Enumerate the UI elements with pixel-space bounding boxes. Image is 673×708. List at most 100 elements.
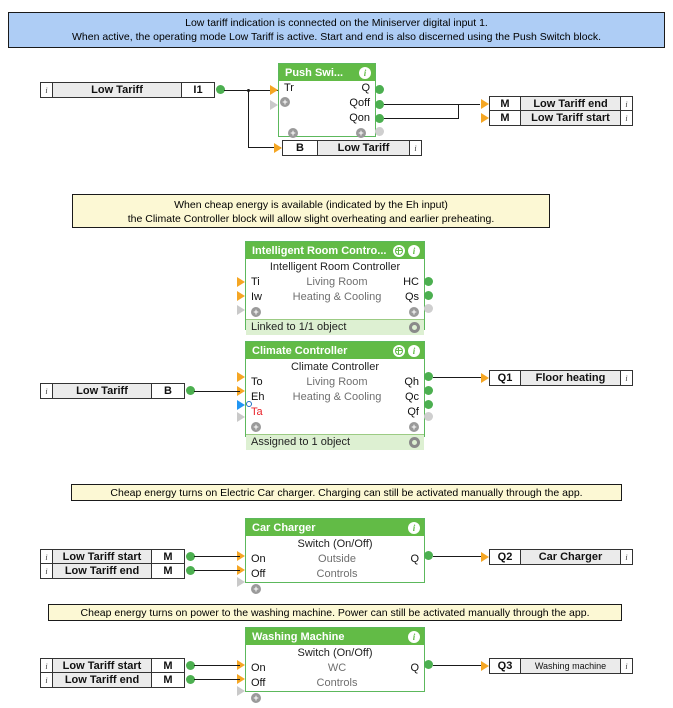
info-icon[interactable]: i	[408, 630, 420, 643]
input-connector-disabled[interactable]	[270, 100, 278, 110]
block-expand-row[interactable]: + +	[251, 305, 419, 319]
output-connector-qs[interactable]	[424, 291, 433, 300]
add-output-icon[interactable]: +	[409, 307, 419, 317]
add-input-icon[interactable]: +	[288, 128, 298, 138]
info-icon[interactable]: i	[620, 659, 632, 673]
info-icon[interactable]: i	[41, 384, 53, 398]
block-expand-row[interactable]: +	[251, 582, 419, 596]
block-expand-row[interactable]: + +	[251, 420, 419, 434]
block-expand-row[interactable]: + +	[284, 126, 370, 140]
input-connector-disabled[interactable]	[237, 686, 245, 696]
output-connector-qoff[interactable]	[375, 100, 384, 109]
block-header[interactable]: Washing Machine i	[246, 628, 424, 645]
add-input-icon[interactable]: +	[251, 307, 261, 317]
info-icon[interactable]: i	[41, 83, 53, 97]
add-input-icon[interactable]: +	[280, 97, 290, 107]
output-connector-qc[interactable]	[424, 386, 433, 395]
block-washing-machine[interactable]: Washing Machine i Switch (On/Off) On WC …	[245, 627, 425, 703]
output-connector-q[interactable]	[375, 85, 384, 94]
info-icon[interactable]: i	[620, 97, 632, 111]
block-expand-row[interactable]: +	[251, 691, 419, 705]
input-connector-eh[interactable]	[237, 386, 245, 396]
info-icon[interactable]: i	[359, 66, 371, 79]
info-icon[interactable]: i	[408, 521, 420, 534]
input-low-tariff-i1[interactable]: i Low Tariff I1	[40, 82, 215, 98]
block-header[interactable]: Intelligent Room Contro... i	[246, 242, 424, 259]
output-connector-q-wm[interactable]	[424, 660, 433, 669]
input-connector-tr[interactable]	[270, 85, 278, 95]
info-icon[interactable]: i	[620, 111, 632, 125]
output-low-tariff-start[interactable]: M Low Tariff start i	[489, 110, 633, 126]
output-connector-lt-end-car[interactable]	[186, 566, 195, 575]
output-connector-disabled[interactable]	[375, 127, 384, 136]
info-icon[interactable]: i	[409, 141, 421, 155]
block-climate-controller[interactable]: Climate Controller i Climate Controller …	[245, 341, 425, 450]
output-floor-heating[interactable]: Q1 Floor heating i	[489, 370, 633, 386]
block-status-bar[interactable]: Assigned to 1 object	[246, 434, 424, 450]
output-connector-qf[interactable]	[424, 400, 433, 409]
block-car-charger[interactable]: Car Charger i Switch (On/Off) On Outside…	[245, 518, 425, 594]
info-icon[interactable]: i	[620, 371, 632, 385]
input-connector-off-car[interactable]	[237, 565, 245, 575]
input-connector-to[interactable]	[237, 372, 245, 382]
info-icon[interactable]: i	[41, 564, 53, 578]
comment-box-climate[interactable]: When cheap energy is available (indicate…	[72, 194, 550, 228]
block-push-switch[interactable]: Push Swi... i Tr Q Qoff Qon + +	[278, 63, 376, 140]
analog-connector-dot[interactable]	[246, 401, 252, 407]
comment-box-car-charger[interactable]: Cheap energy turns on Electric Car charg…	[71, 484, 622, 501]
virtual-output-low-tariff[interactable]: B Low Tariff i	[282, 140, 422, 156]
input-connector-lt-start[interactable]	[481, 113, 489, 123]
add-input-icon[interactable]: +	[251, 693, 261, 703]
output-connector-hc[interactable]	[424, 277, 433, 286]
block-intelligent-room-controller[interactable]: Intelligent Room Contro... i Intelligent…	[245, 241, 425, 335]
input-low-tariff-end-car[interactable]: i Low Tariff end M	[40, 563, 185, 579]
output-connector-low-tariff-b[interactable]	[186, 386, 195, 395]
output-connector-qon[interactable]	[375, 114, 384, 123]
info-icon[interactable]: i	[41, 659, 53, 673]
input-low-tariff-start-car[interactable]: i Low Tariff start M	[40, 549, 185, 565]
output-low-tariff-end[interactable]: M Low Tariff end i	[489, 96, 633, 112]
input-connector-on-wm[interactable]	[237, 660, 245, 670]
input-low-tariff-start-wm[interactable]: i Low Tariff start M	[40, 658, 185, 674]
info-icon[interactable]: i	[41, 673, 53, 687]
output-connector-lt-end-wm[interactable]	[186, 675, 195, 684]
comment-box-washing-machine[interactable]: Cheap energy turns on power to the washi…	[48, 604, 622, 621]
output-connector-q-car[interactable]	[424, 551, 433, 560]
gear-icon[interactable]	[409, 437, 420, 448]
output-washing-machine[interactable]: Q3 Washing machine i	[489, 658, 633, 674]
block-header[interactable]: Car Charger i	[246, 519, 424, 536]
input-connector-disabled[interactable]	[237, 577, 245, 587]
input-connector-q3[interactable]	[481, 661, 489, 671]
output-connector-qh[interactable]	[424, 372, 433, 381]
input-connector-lt-end[interactable]	[481, 99, 489, 109]
output-car-charger[interactable]: Q2 Car Charger i	[489, 549, 633, 565]
input-low-tariff-b[interactable]: i Low Tariff B	[40, 383, 185, 399]
input-connector-iw[interactable]	[237, 291, 245, 301]
output-connector-disabled[interactable]	[424, 304, 433, 313]
input-connector-disabled[interactable]	[237, 305, 245, 315]
output-connector-disabled[interactable]	[424, 412, 433, 421]
info-icon[interactable]: i	[620, 550, 632, 564]
block-header[interactable]: Push Swi... i	[279, 64, 375, 81]
add-input-icon[interactable]: +	[251, 422, 261, 432]
block-header[interactable]: Climate Controller i	[246, 342, 424, 359]
add-input-icon[interactable]: +	[251, 584, 261, 594]
input-connector-q2[interactable]	[481, 552, 489, 562]
output-connector-lt-start-car[interactable]	[186, 552, 195, 561]
input-connector-vo-low-tariff[interactable]	[274, 143, 282, 153]
comment-box-low-tariff[interactable]: Low tariff indication is connected on th…	[8, 12, 665, 48]
input-connector-off-wm[interactable]	[237, 674, 245, 684]
input-connector-ti[interactable]	[237, 277, 245, 287]
gear-icon[interactable]	[409, 322, 420, 333]
info-icon[interactable]: i	[408, 344, 420, 357]
input-connector-ta[interactable]	[237, 400, 245, 410]
block-status-bar[interactable]: Linked to 1/1 object	[246, 319, 424, 335]
link-icon[interactable]	[393, 344, 405, 357]
output-connector-i1[interactable]	[216, 85, 225, 94]
output-connector-lt-start-wm[interactable]	[186, 661, 195, 670]
input-low-tariff-end-wm[interactable]: i Low Tariff end M	[40, 672, 185, 688]
add-output-icon[interactable]: +	[356, 128, 366, 138]
input-connector-q1[interactable]	[481, 373, 489, 383]
info-icon[interactable]: i	[408, 244, 420, 257]
